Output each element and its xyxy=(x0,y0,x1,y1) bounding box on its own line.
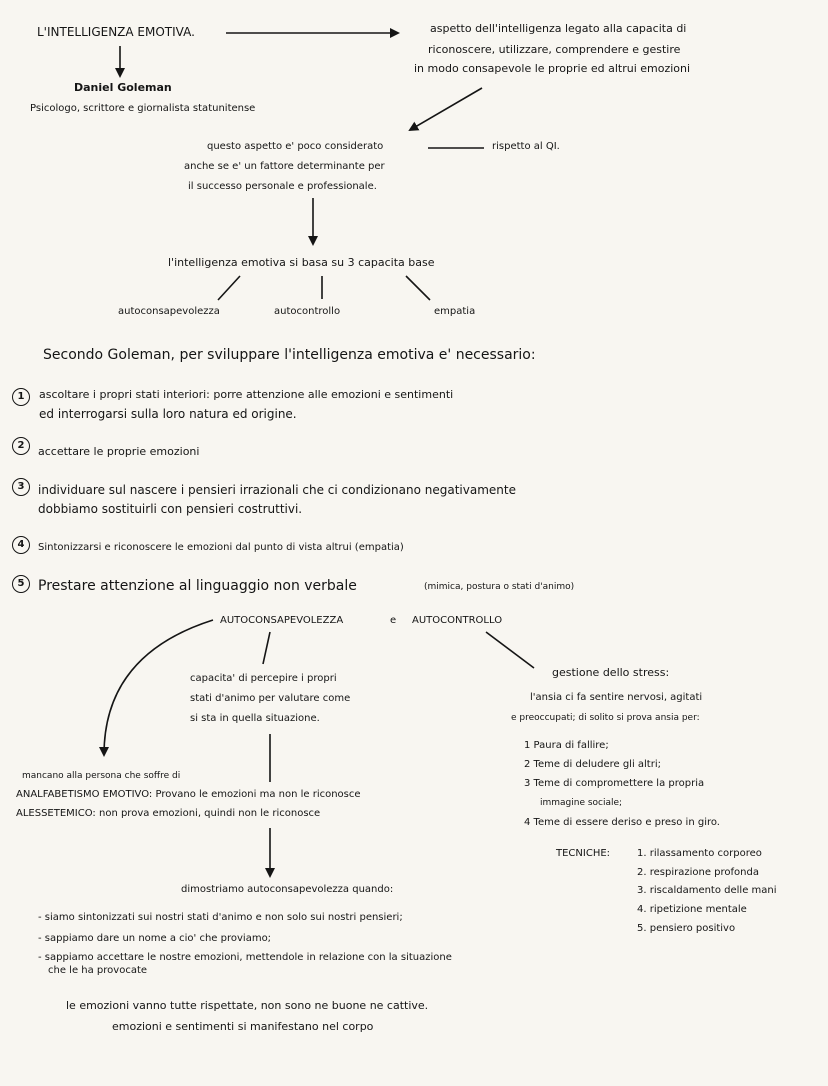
technique-4: 4. ripetizione mentale xyxy=(637,904,747,915)
branch-capacity xyxy=(262,631,271,665)
technique-2: 2. respirazione profonda xyxy=(637,867,759,878)
definition-line-3: in modo consapevole le proprie ed altrui… xyxy=(414,62,691,75)
step-5-main: Prestare attenzione al linguaggio non ve… xyxy=(38,578,357,594)
page-title: L'INTELLIGENZA EMOTIVA. xyxy=(37,25,195,39)
considered-line-3: il successo personale e professionale. xyxy=(188,181,377,192)
analfabetismo-desc: Provano le emozioni ma non le riconosce xyxy=(155,789,361,800)
step-1-line-1: ascoltare i propri stati interiori: porr… xyxy=(39,388,454,401)
base-title: l'intelligenza emotiva si basa su 3 capa… xyxy=(168,256,435,269)
step-number-3: 3 xyxy=(12,478,30,496)
branch-autoconsapevolezza xyxy=(217,275,241,301)
considered-line-2: anche se e' un fattore determinante per xyxy=(184,161,385,172)
technique-5: 5. pensiero positivo xyxy=(637,923,736,934)
branch-stress xyxy=(485,631,535,669)
considered-line-1: questo aspetto e' poco considerato xyxy=(207,141,384,152)
definition-line-2: riconoscere, utilizzare, comprendere e g… xyxy=(428,43,681,56)
demonstrate-title: dimostriamo autoconsapevolezza quando: xyxy=(181,884,394,895)
base-item-empatia: empatia xyxy=(434,306,476,317)
step-3-line-1: individuare sul nascere i pensieri irraz… xyxy=(38,483,516,497)
closing-line-1: le emozioni vanno tutte rispettate, non … xyxy=(66,999,429,1012)
arrow-definition-considered xyxy=(408,87,483,132)
base-item-autoconsapevolezza: autoconsapevolezza xyxy=(118,306,220,317)
stress-cause-2: 2 Teme di deludere gli altri; xyxy=(524,759,661,770)
auto-title-a: AUTOCONSAPEVOLEZZA xyxy=(220,615,344,626)
step-1-line-2: ed interrogarsi sulla loro natura ed ori… xyxy=(39,407,297,421)
step-4-line-1: Sintonizzarsi e riconoscere le emozioni … xyxy=(38,542,404,553)
author-name: Daniel Goleman xyxy=(74,81,172,94)
capacity-line-1: capacita' di percepire i propri xyxy=(190,673,337,684)
capacity-line-2: stati d'animo per valutare come xyxy=(190,693,351,704)
alessetemico-desc: non prova emozioni, quindi non le ricono… xyxy=(98,808,321,819)
missing-intro: mancano alla persona che soffre di xyxy=(22,771,181,781)
technique-3: 3. riscaldamento delle mani xyxy=(637,885,777,896)
demonstrate-item-3-cont: che le ha provocate xyxy=(48,965,148,976)
stress-title: gestione dello stress: xyxy=(552,666,670,679)
demonstrate-item-1: - siamo sintonizzati sui nostri stati d'… xyxy=(38,912,403,923)
stress-cause-3-cont: immagine sociale; xyxy=(540,798,623,808)
stress-intro-1: l'ansia ci fa sentire nervosi, agitati xyxy=(530,692,703,703)
step-number-1: 1 xyxy=(12,388,30,406)
stress-intro-2: e preoccupati; di solito si prova ansia … xyxy=(511,713,700,723)
stress-cause-3: 3 Teme di compromettere la propria xyxy=(524,778,705,789)
author-description: Psicologo, scrittore e giornalista statu… xyxy=(30,103,256,114)
techniques-label: TECNICHE: xyxy=(556,848,611,859)
alessetemico-term: ALESSETEMICO: xyxy=(16,808,96,819)
alessetemico-line: ALESSETEMICO: non prova emozioni, quindi… xyxy=(16,808,320,820)
definition-line-1: aspetto dell'intelligenza legato alla ca… xyxy=(430,22,687,35)
branch-empatia xyxy=(405,275,431,301)
technique-1: 1. rilassamento corporeo xyxy=(637,848,762,859)
step-2-line-1: accettare le proprie emozioni xyxy=(38,445,200,458)
step-5-note: (mimica, postura o stati d'animo) xyxy=(424,582,575,592)
step-number-5: 5 xyxy=(12,575,30,593)
base-item-autocontrollo: autocontrollo xyxy=(274,306,341,317)
step-3-line-2: dobbiamo sostituirli con pensieri costru… xyxy=(38,502,303,516)
stress-cause-4: 4 Teme di essere deriso e preso in giro. xyxy=(524,817,720,828)
curve-arrow-missing xyxy=(99,619,214,757)
capacity-line-3: si sta in quella situazione. xyxy=(190,713,320,724)
auto-title-and: e xyxy=(390,615,397,626)
step-number-4: 4 xyxy=(12,536,30,554)
analfabetismo-term: ANALFABETISMO EMOTIVO: xyxy=(16,789,153,800)
closing-line-2: emozioni e sentimenti si manifestano nel… xyxy=(112,1020,374,1033)
demonstrate-item-3: - sappiamo accettare le nostre emozioni,… xyxy=(38,952,452,963)
stress-cause-1: 1 Paura di fallire; xyxy=(524,740,609,751)
considered-compare: rispetto al QI. xyxy=(492,141,560,152)
demonstrate-item-2: - sappiamo dare un nome a cio' che provi… xyxy=(38,933,272,944)
analfabetismo-line: ANALFABETISMO EMOTIVO: Provano le emozio… xyxy=(16,789,361,801)
auto-title-b: AUTOCONTROLLO xyxy=(412,615,503,626)
step-number-2: 2 xyxy=(12,437,30,455)
goleman-heading: Secondo Goleman, per sviluppare l'intell… xyxy=(43,347,536,363)
